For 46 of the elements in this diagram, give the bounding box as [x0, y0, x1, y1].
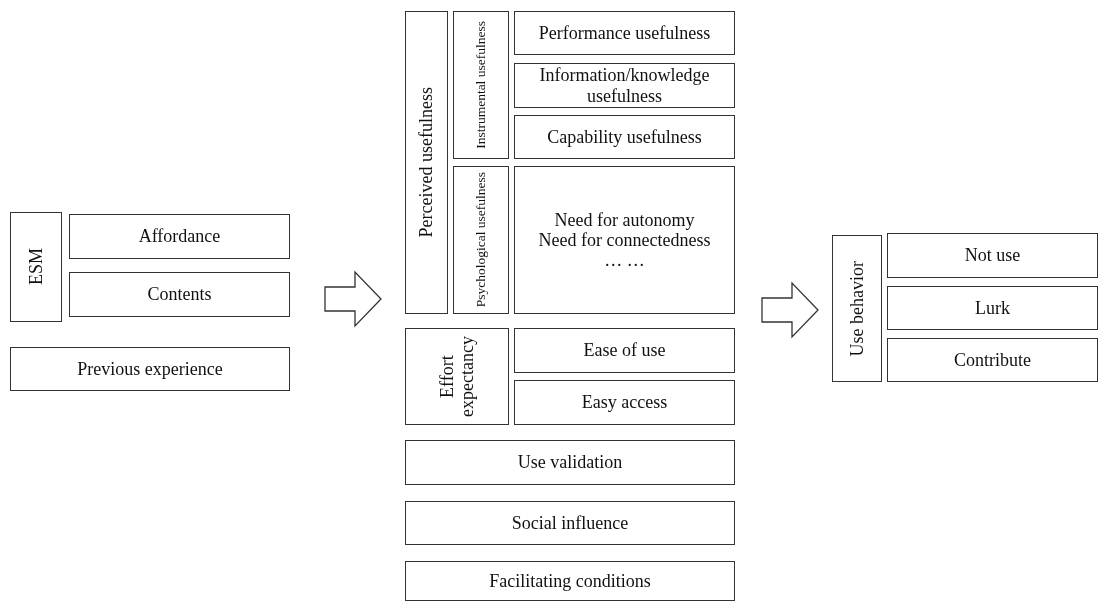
item-label: Ease of use — [583, 340, 666, 361]
category-label: Use behavior — [846, 260, 868, 357]
item-box — [10, 347, 290, 391]
item-label: Use validation — [517, 452, 623, 473]
item-box — [69, 214, 290, 259]
item-box — [514, 166, 735, 314]
category-box — [453, 11, 509, 159]
item-label: Capability usefulness — [547, 126, 702, 148]
item-box — [887, 286, 1098, 330]
item-box — [69, 272, 290, 317]
item-label: Lurk — [975, 297, 1010, 319]
item-box — [514, 115, 735, 159]
category-label: ESM — [25, 248, 47, 286]
item-label: Facilitating conditions — [489, 570, 651, 592]
item-label: … … — [604, 250, 645, 271]
category-label: Instrumental usefulness — [473, 21, 489, 149]
item-label: Need for autonomy — [554, 209, 695, 230]
item-label: Previous experience — [77, 358, 223, 380]
item-label: Need for connectedness — [538, 229, 711, 251]
item-box — [887, 233, 1098, 278]
item-label: Contents — [147, 284, 212, 305]
item-label: Easy access — [581, 392, 668, 413]
item-box — [514, 11, 735, 55]
category-box — [10, 212, 62, 322]
category-box — [405, 11, 448, 314]
category-label: Psychological usefulness — [473, 172, 489, 308]
category-box — [453, 166, 509, 314]
item-box — [887, 338, 1098, 382]
item-box — [514, 63, 735, 108]
item-box — [514, 380, 735, 425]
block-arrow — [324, 270, 382, 328]
category-box — [832, 235, 882, 382]
category-label: Effort expectancy — [436, 335, 478, 419]
item-label: Social influence — [511, 512, 629, 534]
item-box — [405, 440, 735, 485]
item-label: Not use — [964, 245, 1021, 266]
item-label: Information/knowledge usefulness — [538, 65, 711, 106]
category-box — [405, 328, 509, 425]
block-arrow — [761, 281, 819, 339]
item-label: Affordance — [138, 226, 221, 247]
item-label: Performance usefulness — [538, 22, 711, 44]
category-label: Perceived usefulness — [416, 87, 437, 238]
item-box — [514, 328, 735, 373]
item-label: Contribute — [954, 349, 1031, 371]
item-box — [405, 561, 735, 601]
item-box — [405, 501, 735, 545]
